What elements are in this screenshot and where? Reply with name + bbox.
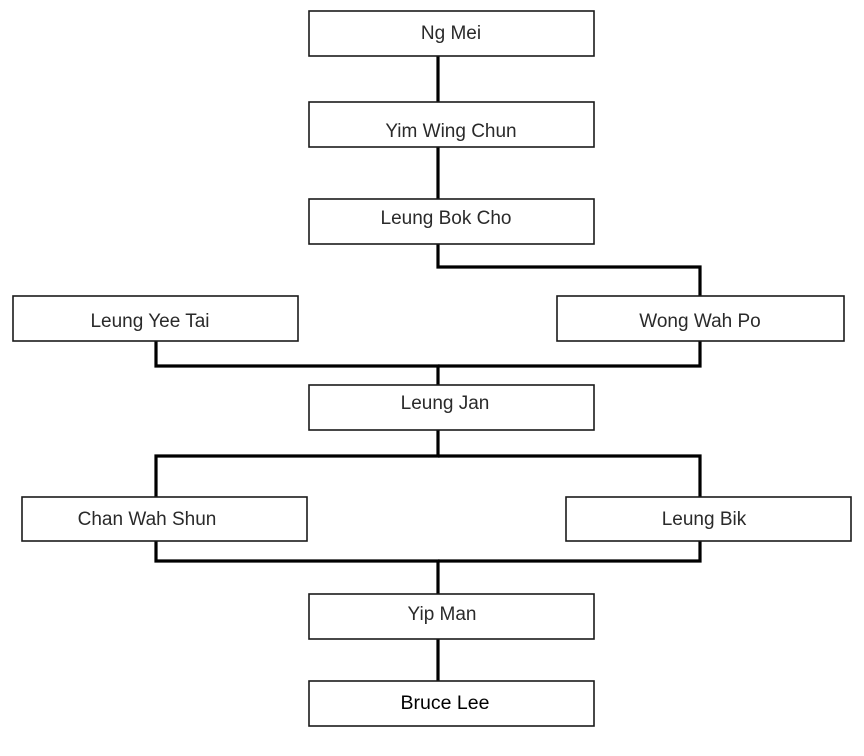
node-label: Leung Bok Cho	[381, 208, 512, 229]
connectors	[154, 56, 702, 681]
node-label: Yim Wing Chun	[385, 121, 516, 142]
edge-leung-jan-to-leung-bik	[438, 454, 702, 497]
node-label: Leung Bik	[662, 509, 747, 530]
node-leung-bik: Leung Bik	[565, 496, 852, 542]
node-label: Bruce Lee	[401, 692, 490, 714]
node-label: Wong Wah Po	[639, 311, 760, 332]
node-label: Ng Mei	[421, 23, 481, 44]
node-wong-wah-po: Wong Wah Po	[556, 295, 845, 342]
edge-leung-bok-cho-to-wong-wah-po	[436, 244, 702, 296]
node-label: Chan Wah Shun	[78, 509, 217, 530]
node-label: Leung Jan	[401, 393, 490, 414]
edge-leung-yee-tai-to-leung-jan	[154, 341, 440, 385]
node-yim-wing-chun: Yim Wing Chun	[308, 101, 595, 148]
node-bruce-lee: Bruce Lee	[308, 680, 595, 727]
node-chan-wah-shun: Chan Wah Shun	[21, 496, 308, 542]
edge-leung-bik-to-yip-man	[438, 541, 702, 563]
node-ng-mei: Ng Mei	[308, 10, 595, 57]
edge-chan-wah-shun-to-yip-man	[154, 541, 440, 594]
node-yip-man: Yip Man	[308, 593, 595, 640]
node-label: Leung Yee Tai	[90, 311, 209, 332]
node-leung-jan: Leung Jan	[308, 384, 595, 431]
edge-leung-jan-to-chan-wah-shun	[154, 430, 440, 497]
edge-wong-wah-po-to-leung-jan	[438, 341, 702, 368]
node-leung-bok-cho: Leung Bok Cho	[308, 198, 595, 245]
node-leung-yee-tai: Leung Yee Tai	[12, 295, 299, 342]
node-label: Yip Man	[408, 604, 477, 625]
